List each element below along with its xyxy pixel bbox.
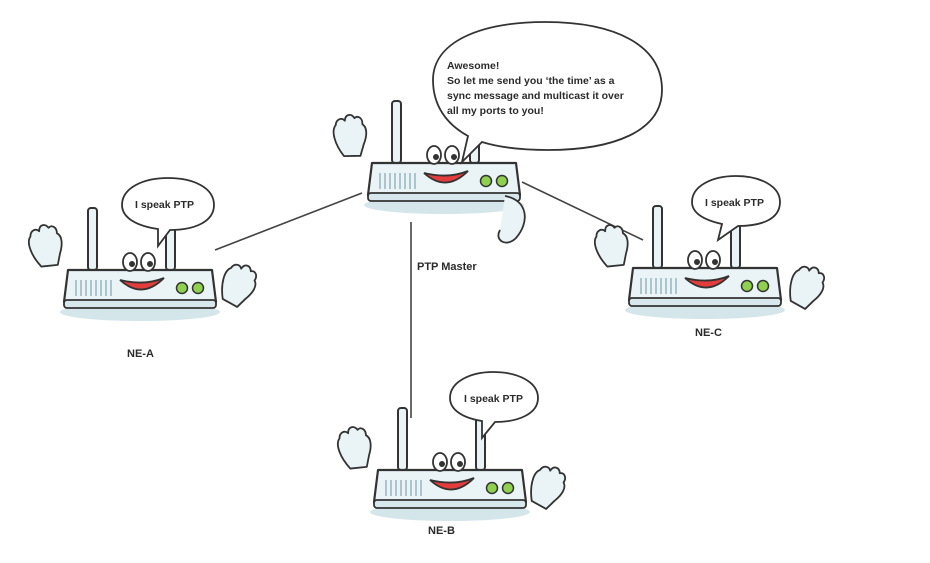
- ne-b-speech: I speak PTP: [464, 393, 523, 405]
- hand-icon: [589, 219, 637, 273]
- ne-c-speech-bubble: I speak PTP: [691, 175, 781, 243]
- ne-a-speech-bubble: I speak PTP: [121, 177, 215, 249]
- ne-a-label: NE-A: [127, 348, 154, 360]
- master-speech-line-2: So let me send you ‘the time’ as a: [447, 75, 615, 87]
- master-speech-line-4: all my ports to you!: [447, 105, 544, 117]
- ptp-master-label: PTP Master: [417, 261, 477, 273]
- ptp-master-router: [328, 99, 526, 244]
- ne-c-label: NE-C: [695, 327, 722, 339]
- ne-a-speech: I speak PTP: [135, 199, 194, 211]
- hand-icon: [784, 261, 829, 313]
- ne-c-speech: I speak PTP: [705, 197, 764, 209]
- link-master-ne-a: [214, 192, 363, 251]
- ne-b-speech-bubble: I speak PTP: [449, 371, 539, 441]
- hand-icon: [23, 219, 71, 273]
- ne-c-router: [589, 204, 829, 321]
- hand-icon: [332, 421, 380, 475]
- link-master-ne-c: [521, 181, 644, 241]
- hand-icon: [525, 461, 570, 513]
- hand-icon: [216, 259, 261, 311]
- master-speech-line-3: sync message and multicast it over: [447, 90, 624, 102]
- hand-icon: [328, 110, 374, 163]
- ne-b-label: NE-B: [428, 525, 455, 537]
- master-speech-line-1: Awesome!: [447, 60, 499, 72]
- arm-icon: [497, 195, 526, 244]
- ne-b-router: [332, 406, 570, 523]
- master-speech-bubble: Awesome! So let me send you ‘the time’ a…: [432, 21, 663, 165]
